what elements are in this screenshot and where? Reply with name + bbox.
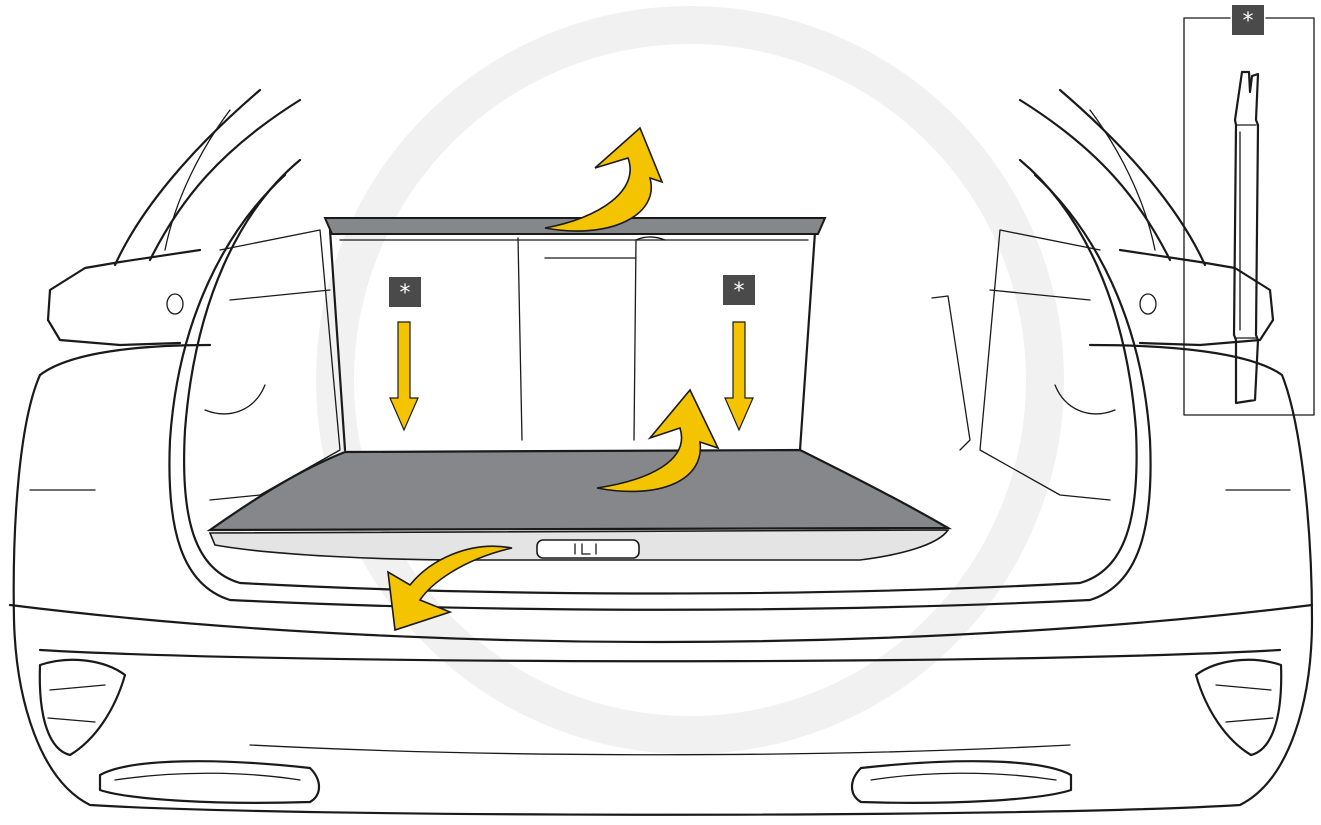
svg-text:*: * [400,281,411,306]
curved-arrow-icon [596,388,720,493]
asterisk-badge-icon: * [723,275,755,305]
down-arrow-icon [724,321,754,432]
down-arrow-icon [389,321,419,432]
watermark [316,6,1064,754]
svg-text:*: * [1243,9,1254,34]
asterisk-badge-icon: * [389,277,421,307]
trunk-floor-panel [206,448,953,532]
trim-removal-tool-icon [1232,70,1260,405]
floor-handle [536,539,640,559]
curved-arrow-icon [544,126,664,232]
svg-text:*: * [734,279,745,304]
curved-arrow-icon [387,545,513,632]
trunk-interior [204,217,1116,561]
tool-inset: * [1183,5,1315,416]
asterisk-badge-icon: * [1232,5,1264,35]
car-rear-body [8,88,1314,816]
